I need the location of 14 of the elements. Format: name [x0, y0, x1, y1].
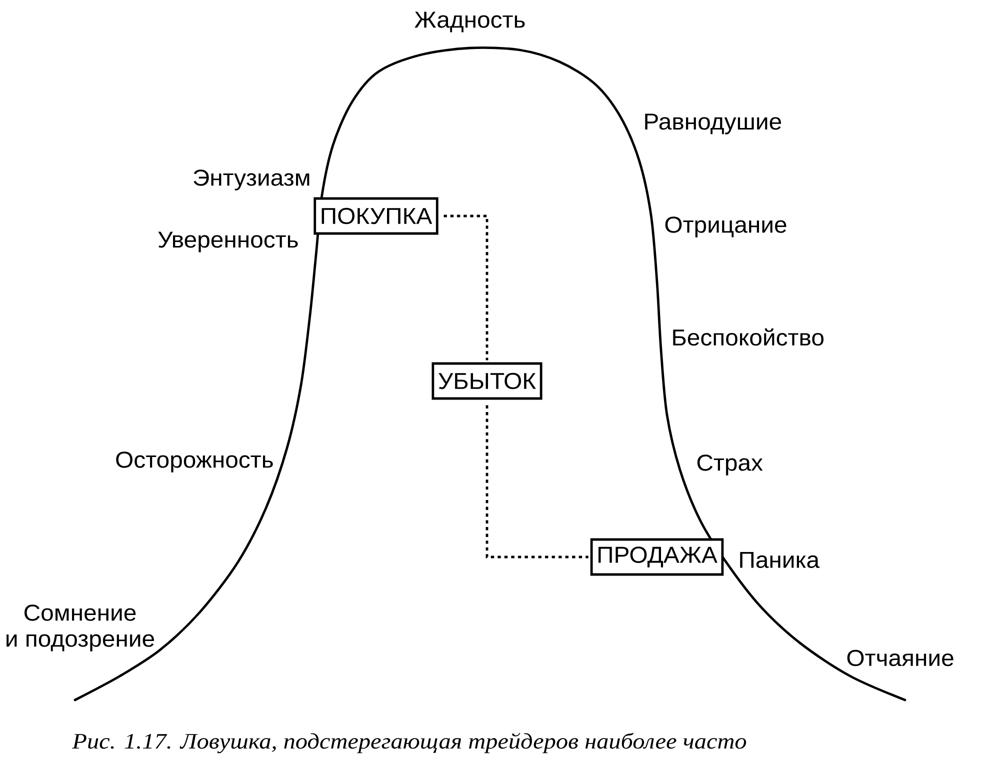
curve-label: Страх: [697, 454, 763, 476]
curve-label: Отрицание: [665, 216, 786, 238]
curve-label: Равнодушие: [645, 114, 782, 134]
curve-label: Отчаяние: [847, 650, 954, 666]
curve-label: Осторожность: [116, 452, 273, 472]
curve-label: Сомнение и подозрение: [6, 604, 154, 652]
text-box: ПРОДАЖА: [590, 538, 724, 576]
curve-label: Энтузиазм: [194, 170, 310, 190]
text-box: УБЫТОК: [432, 362, 542, 400]
curve-label: Беспокойство: [673, 328, 824, 346]
curve-label: Жадность: [414, 12, 525, 32]
text-box: ПОКУПКА: [314, 197, 438, 235]
curve-label: Уверенность: [158, 232, 298, 252]
figure-caption: Рис. 1.17. Ловушка, подстерегающая трейдеров наиболее часто: [72, 732, 746, 754]
